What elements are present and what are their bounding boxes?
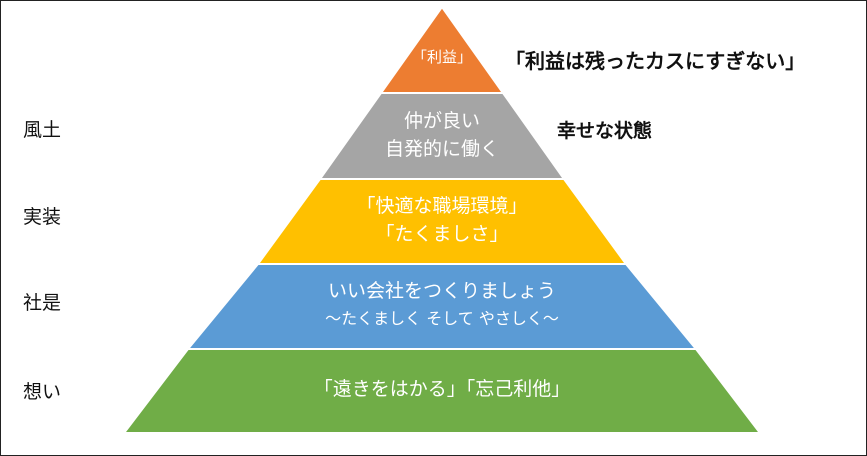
tier-1-line-1: 「利益」 [411,48,472,66]
tier-4-line-2: 〜たくましく そして やさしく〜 [325,309,559,328]
level-label-shaze: 社是 [23,292,62,314]
happy-state-callout: 幸せな状態 [557,120,653,142]
level-label-fudo: 風土 [23,119,62,141]
tier-5-shape [121,348,763,434]
tier-3-line-2: 「たくましさ」 [375,223,509,245]
level-label-omoi: 想い [23,381,62,403]
level-label-jisso: 実装 [23,206,62,228]
tier-1-text: 「利益」 [382,46,502,68]
tier-5-text: 「遠きをはかる」「忘己利他」 [242,375,642,403]
tier-5-line-1: 「遠きをはかる」「忘己利他」 [313,378,571,400]
tier-3-text: 「快適な職場環境」 「たくましさ」 [302,192,582,248]
profit-note-callout: 「利益は残ったカスにすぎない」 [505,49,806,73]
tier-2-line-1: 仲が良い [403,110,480,132]
tier-2-text: 仲が良い 自発的に働く [342,107,542,163]
tier-4-line-1: いい会社をつくりましょう [327,280,556,302]
tier-2-line-2: 自発的に働く [384,138,499,160]
tier-4-text: いい会社をつくりましょう 〜たくましく そして やさしく〜 [262,277,622,333]
tier-3-line-1: 「快適な職場環境」 [356,195,528,217]
